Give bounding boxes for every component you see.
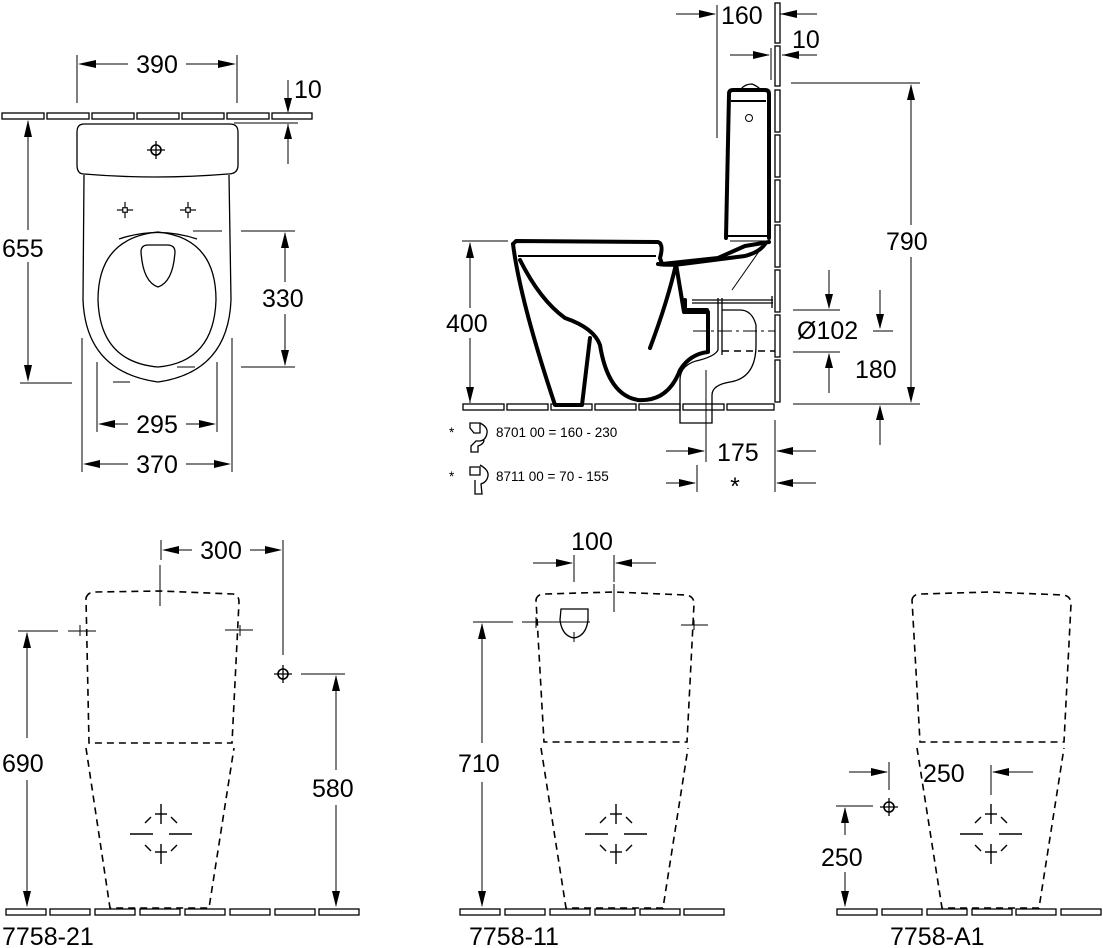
seat-top-outline [511, 239, 771, 266]
model-code: 7758-11 [469, 923, 559, 948]
dim-label: 160 [721, 2, 763, 30]
dim-label: 250 [821, 844, 863, 872]
inlet-hole [745, 114, 753, 122]
variant-7758-A1: 250 250 7758-A1 [821, 591, 1102, 948]
dim-width-top: 390 [76, 51, 238, 103]
dim-outlet-height: 180 [855, 290, 897, 445]
dim-horizontal: 100 [533, 528, 656, 582]
dim-seat-height: 400 [446, 240, 508, 403]
dim-label: 690 [2, 750, 44, 778]
dim-label: 400 [446, 310, 488, 338]
p-trap-connector-icon [469, 464, 489, 495]
floor-fixing-icon [129, 803, 193, 865]
trap-outline [518, 258, 710, 403]
dim-total-height: 790 [791, 82, 928, 405]
dim-wall-gap: 10 [234, 76, 322, 164]
dim-outlet-diameter: Ø102 [793, 270, 858, 393]
floor-tiles [462, 403, 775, 411]
floor-tiles [5, 908, 360, 916]
fixing-point-icon [179, 201, 197, 219]
dim-bowl-depth: 330 [193, 230, 304, 368]
note-marker: * [449, 425, 455, 440]
cistern-outline [724, 88, 771, 240]
flush-button-icon [146, 140, 166, 160]
pan-dashed-outline [916, 747, 1065, 909]
dim-label: 250 [923, 760, 965, 788]
dim-label: 10 [294, 76, 322, 104]
dim-label: 370 [136, 451, 178, 479]
dim-label: 710 [458, 750, 500, 778]
floor-tiles [836, 908, 1102, 916]
top-view: 390 10 655 330 [1, 51, 322, 479]
dim-outlet-offset: 175 * [666, 418, 816, 501]
connector-note: * 8711 00 = 70 - 155 [449, 464, 609, 495]
connector-note: * 8701 00 = 160 - 230 [449, 422, 617, 453]
wall-tiles [1, 112, 313, 120]
floor-fixing-icon [959, 803, 1023, 865]
model-code: 7758-A1 [890, 923, 985, 948]
dim-horizontal: 300 [160, 537, 284, 655]
dim-tank-depth: 160 [676, 2, 817, 138]
dim-label: 10 [792, 26, 820, 54]
dim-asterisk: * [730, 473, 740, 501]
note-text: 8701 00 = 160 - 230 [496, 425, 617, 440]
lid-opening [140, 244, 176, 288]
seat-hinge-line [118, 231, 198, 240]
dim-label: 100 [571, 528, 613, 556]
dim-wall-gap-side: 10 [730, 26, 820, 80]
dim-label: 580 [312, 775, 354, 803]
cistern-dashed-outline [535, 591, 695, 743]
seat-rear-outline [656, 242, 767, 267]
bowl-outline [82, 174, 232, 383]
fixing-point-icon [116, 201, 134, 219]
tank-outline [76, 123, 239, 178]
cistern-dashed-outline [911, 591, 1072, 743]
outlet-upper [683, 298, 709, 312]
dim-label: 295 [136, 411, 178, 439]
pedestal-front [511, 242, 592, 407]
dim-height: 690 [2, 630, 58, 907]
dim-label: 300 [200, 537, 242, 565]
dim-inner-width: 295 [96, 362, 218, 439]
dim-outer-width: 370 [81, 338, 233, 479]
note-text: 8711 00 = 70 - 155 [496, 469, 609, 484]
variant-7758-11: 100 710 7758-11 [458, 528, 725, 948]
dim-label: 175 [717, 439, 759, 467]
seat-outline [97, 231, 217, 368]
dim-inlet-height: 250 [821, 805, 873, 907]
model-code: 7758-21 [2, 923, 94, 948]
floor-tiles [459, 908, 725, 916]
dim-depth: 655 [2, 120, 72, 384]
dim-inlet-height: 580 [301, 673, 354, 907]
variant-7758-21: 300 690 580 7758-21 [2, 537, 360, 948]
outlet-connector [679, 249, 775, 424]
water-inlet-icon [879, 797, 899, 817]
dim-label: 180 [855, 356, 897, 384]
note-marker: * [449, 469, 455, 484]
dim-horizontal: 250 [849, 760, 1033, 795]
dim-label: 390 [136, 51, 178, 79]
cistern-dashed-outline [85, 590, 240, 744]
s-trap-connector-icon [469, 422, 488, 453]
floor-fixing-icon [584, 803, 648, 865]
pan-dashed-outline [540, 747, 689, 909]
flush-button [740, 83, 761, 90]
side-view: 160 10 790 400 [446, 2, 928, 501]
dim-label: 790 [886, 228, 928, 256]
dim-label: Ø102 [797, 317, 858, 345]
wall-section [774, 2, 781, 403]
water-inlet-icon [273, 664, 293, 684]
dim-label: 655 [2, 235, 44, 263]
dim-height: 710 [458, 621, 513, 907]
pan-dashed-outline [85, 747, 235, 909]
dim-label: 330 [262, 285, 304, 313]
